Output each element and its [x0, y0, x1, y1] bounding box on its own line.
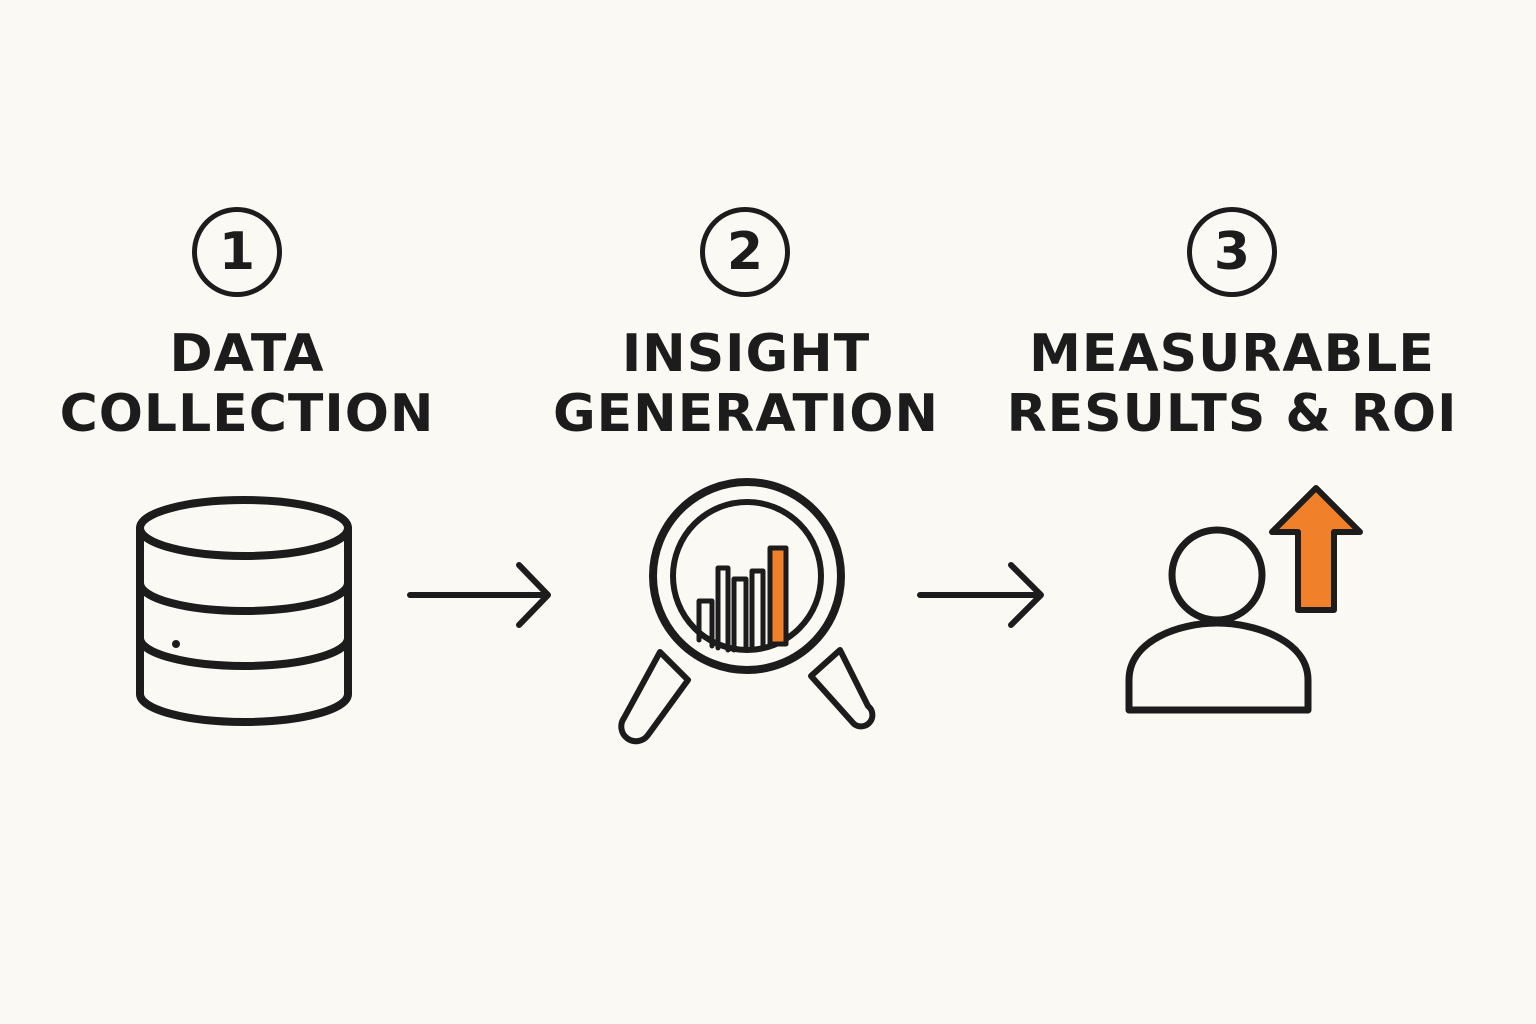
arrow-right-icon — [407, 562, 551, 628]
magnifier-chart-icon — [618, 478, 876, 745]
user-growth-icon — [1125, 485, 1363, 714]
step-2-number-badge: 2 — [700, 207, 790, 297]
step-1-label-line-1: DATA — [169, 324, 325, 384]
step-3-number-badge: 3 — [1187, 207, 1277, 297]
step-2-label-line-1: INSIGHT — [621, 324, 871, 384]
arrow-right-icon — [917, 562, 1044, 628]
step-2-label-line-2: GENERATION — [552, 384, 940, 444]
accent-bar — [767, 545, 789, 647]
step-2-label: INSIGHT GENERATION — [486, 324, 1006, 444]
step-1-label-line-2: COLLECTION — [59, 384, 435, 444]
step-1-number-badge: 1 — [192, 207, 282, 297]
database-icon — [136, 496, 352, 726]
up-arrow-icon — [1269, 485, 1363, 613]
step-3-label-line-1: MEASURABLE — [1029, 324, 1435, 384]
step-3-label-line-2: RESULTS & ROI — [1006, 384, 1458, 444]
step-3-label: MEASURABLE RESULTS & ROI — [972, 324, 1492, 444]
step-1-label: DATA COLLECTION — [0, 324, 507, 444]
